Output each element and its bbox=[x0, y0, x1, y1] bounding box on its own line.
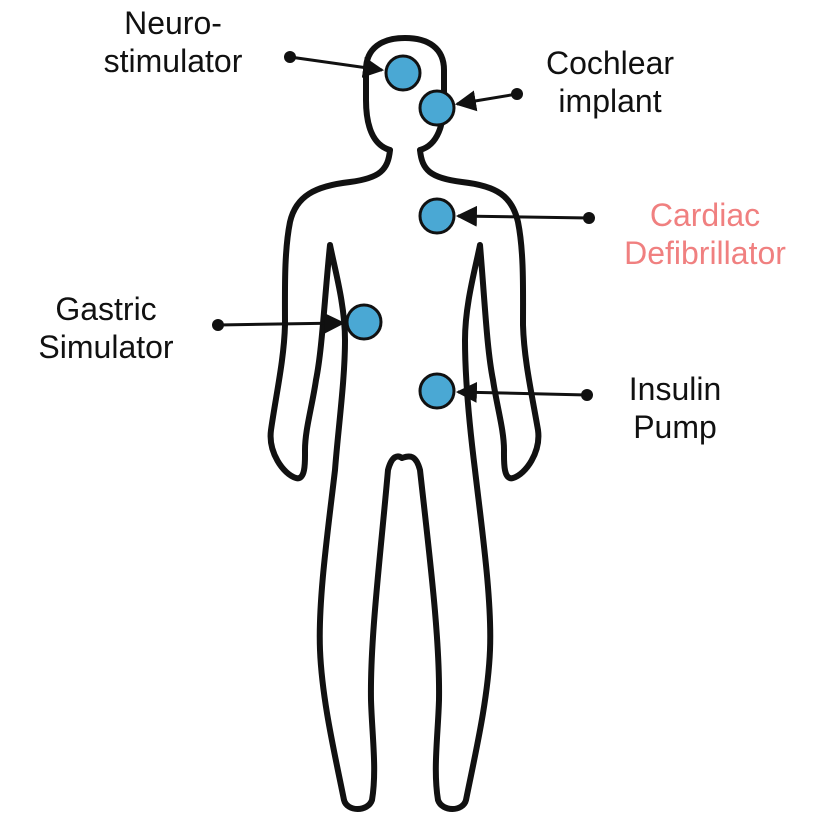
insulin-pump-marker bbox=[420, 374, 454, 408]
gastric-simulator-arrow bbox=[218, 323, 343, 325]
human-body-outline bbox=[271, 38, 539, 809]
cochlear-implant-connector bbox=[420, 88, 523, 125]
neurostimulator-marker bbox=[386, 56, 420, 90]
cochlear-implant-marker bbox=[420, 91, 454, 125]
gastric-simulator-connector bbox=[212, 305, 381, 339]
gastric-simulator-label-line1: Gastric bbox=[16, 290, 196, 328]
insulin-pump-label: Insulin Pump bbox=[600, 370, 750, 446]
insulin-pump-label-line2: Pump bbox=[600, 408, 750, 446]
insulin-pump-connector bbox=[420, 374, 593, 408]
neurostimulator-connector bbox=[284, 51, 420, 90]
cochlear-implant-arrow bbox=[457, 94, 517, 104]
cochlear-implant-label-line1: Cochlear bbox=[520, 44, 700, 82]
cochlear-implant-label-line2: implant bbox=[520, 82, 700, 120]
neurostimulator-label-line2: stimulator bbox=[78, 42, 268, 80]
neurostimulator-label: Neuro- stimulator bbox=[78, 4, 268, 80]
cardiac-defibrillator-label-line1: Cardiac bbox=[590, 196, 820, 234]
gastric-simulator-label: Gastric Simulator bbox=[16, 290, 196, 366]
insulin-pump-label-line1: Insulin bbox=[600, 370, 750, 408]
body-left-outline bbox=[271, 150, 402, 809]
neurostimulator-label-line1: Neuro- bbox=[78, 4, 268, 42]
cochlear-implant-label: Cochlear implant bbox=[520, 44, 700, 120]
insulin-pump-arrow bbox=[458, 392, 587, 395]
cardiac-defibrillator-label-line2: Defibrillator bbox=[590, 234, 820, 272]
gastric-simulator-label-line2: Simulator bbox=[16, 328, 196, 366]
body-right-outline bbox=[402, 150, 538, 809]
gastric-simulator-marker bbox=[347, 305, 381, 339]
cardiac-defibrillator-label: Cardiac Defibrillator bbox=[590, 196, 820, 272]
cardiac-defibrillator-arrow bbox=[458, 216, 589, 218]
cardiac-defibrillator-marker bbox=[420, 199, 454, 233]
